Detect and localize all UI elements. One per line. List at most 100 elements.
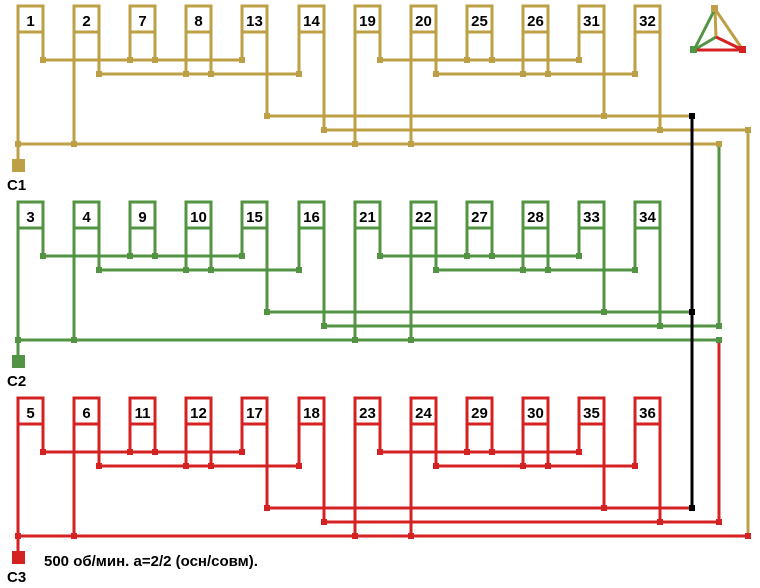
junction-dot — [576, 449, 582, 455]
coil-number: 14 — [303, 13, 320, 30]
junction-dot — [239, 57, 245, 63]
junction-dot — [433, 267, 439, 273]
junction-dot — [208, 71, 214, 77]
junction-dot — [296, 267, 302, 273]
junction-dot — [152, 449, 158, 455]
junction-dot — [377, 449, 383, 455]
legend-node — [711, 5, 718, 12]
coil-9 — [128, 200, 157, 230]
coil-4 — [72, 200, 101, 230]
junction-dot — [15, 141, 21, 147]
junction-dot — [239, 449, 245, 455]
junction-dot — [520, 267, 526, 273]
junction-dot — [716, 141, 722, 147]
junction-dot — [183, 463, 189, 469]
junction-dot — [576, 57, 582, 63]
junction-dot — [464, 57, 470, 63]
coil-number: 21 — [359, 209, 376, 226]
caption: 500 об/мин. a=2/2 (осн/совм). — [44, 553, 258, 570]
junction-dot — [40, 449, 46, 455]
coil-number: 25 — [471, 13, 488, 30]
junction-dot — [127, 449, 133, 455]
phase-group-c3 — [12, 396, 748, 564]
junction-dot — [96, 463, 102, 469]
junction-dot — [127, 253, 133, 259]
coil-20 — [409, 4, 438, 34]
coil-29 — [465, 396, 494, 426]
junction-dot — [152, 57, 158, 63]
junction-dot — [71, 337, 77, 343]
junction-dot — [296, 71, 302, 77]
junction-dot — [464, 253, 470, 259]
coil-number: 19 — [359, 13, 376, 30]
junction-dot — [545, 267, 551, 273]
coil-19 — [353, 4, 382, 34]
coil-5 — [16, 396, 45, 426]
coil-number: 13 — [246, 13, 263, 30]
junction-dot — [71, 141, 77, 147]
coil-3 — [16, 200, 45, 230]
junction-dot — [601, 505, 607, 511]
coil-number: 36 — [639, 405, 656, 422]
coil-number: 5 — [26, 405, 34, 422]
junction-dot — [745, 533, 751, 539]
coil-number: 28 — [527, 209, 544, 226]
coil-1 — [16, 4, 45, 34]
junction-dot — [321, 323, 327, 329]
junction-dot — [264, 113, 270, 119]
coil-number: 2 — [82, 13, 90, 30]
junction-dot — [716, 519, 722, 525]
terminal-c1 — [12, 159, 25, 172]
coil-10 — [184, 200, 213, 230]
coil-36 — [633, 396, 662, 426]
junction-dot — [576, 253, 582, 259]
coil-25 — [465, 4, 494, 34]
coil-number: 9 — [138, 209, 146, 226]
junction-dot — [239, 253, 245, 259]
junction-dot — [15, 337, 21, 343]
legend-node — [739, 46, 746, 53]
coil-24 — [409, 396, 438, 426]
terminal-c2 — [12, 355, 25, 368]
junction-dot — [183, 71, 189, 77]
junction-dot — [716, 337, 722, 343]
junction-dot — [632, 463, 638, 469]
coil-number: 18 — [303, 405, 320, 422]
coil-27 — [465, 200, 494, 230]
junction-dot — [545, 463, 551, 469]
coil-2 — [72, 4, 101, 34]
junction-dot — [657, 323, 663, 329]
coil-number: 12 — [190, 405, 207, 422]
coil-21 — [353, 200, 382, 230]
junction-dot — [464, 449, 470, 455]
junction-dot — [545, 71, 551, 77]
legend-edge — [692, 8, 717, 51]
junction-dot — [689, 505, 695, 511]
junction-dot — [689, 309, 695, 315]
delta-connection-icon — [690, 5, 746, 53]
coil-number: 3 — [26, 209, 34, 226]
junction-dot — [296, 463, 302, 469]
terminal-label: C3 — [7, 569, 26, 586]
coil-number: 7 — [138, 13, 146, 30]
coil-28 — [521, 200, 550, 230]
junction-dot — [127, 57, 133, 63]
coil-32 — [633, 4, 662, 34]
legend-edge — [715, 35, 744, 52]
coil-number: 33 — [583, 209, 600, 226]
coil-number: 24 — [415, 405, 432, 422]
coil-number: 35 — [583, 405, 600, 422]
junction-dot — [152, 253, 158, 259]
junction-dot — [632, 71, 638, 77]
legend-edge — [693, 35, 717, 52]
coil-number: 27 — [471, 209, 488, 226]
junction-dot — [601, 309, 607, 315]
junction-dot — [264, 505, 270, 511]
terminal-c3 — [12, 551, 25, 564]
junction-dot — [601, 113, 607, 119]
junction-dot — [96, 267, 102, 273]
junction-dot — [377, 253, 383, 259]
legend-node — [690, 46, 697, 53]
junction-dot — [520, 71, 526, 77]
